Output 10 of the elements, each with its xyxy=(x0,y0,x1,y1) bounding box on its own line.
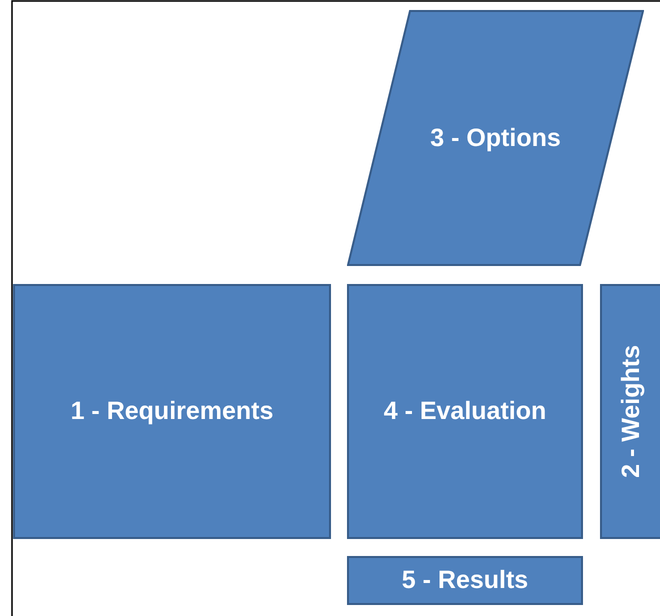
box-label: 2 - Weights xyxy=(616,345,646,478)
box-label: 4 - Evaluation xyxy=(384,397,546,426)
parallelogram-shape xyxy=(347,10,644,266)
process-box xyxy=(13,284,331,539)
box-label: 3 - Options xyxy=(430,124,561,152)
process-box xyxy=(347,556,583,605)
box-label: 5 - Results xyxy=(402,566,528,595)
box-label: 1 - Requirements xyxy=(70,397,274,426)
process-box xyxy=(347,284,583,539)
process-box xyxy=(600,284,660,539)
